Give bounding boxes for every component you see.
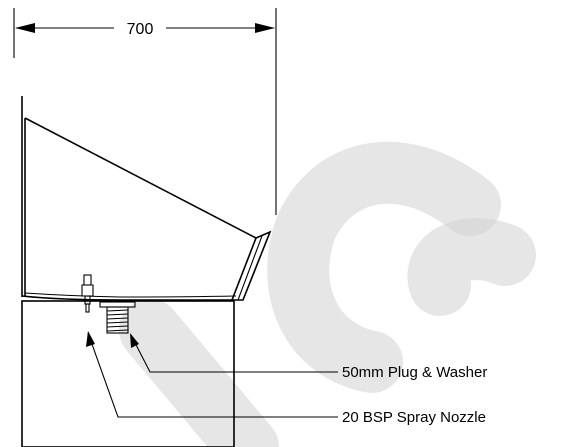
leader-plug (130, 333, 338, 373)
dimension-arrow-left (15, 23, 35, 33)
watermark (119, 141, 536, 447)
nozzle-label: 20 BSP Spray Nozzle (342, 409, 486, 426)
width-dimension: 700 (13, 8, 277, 215)
plug-and-washer (99, 301, 136, 334)
plug-thread (106, 306, 129, 334)
leader-nozzle (86, 331, 338, 418)
hopper-base (21, 295, 232, 301)
dimension-value: 700 (127, 21, 154, 38)
plug-label: 50mm Plug & Washer (342, 364, 487, 381)
dimension-arrow-right (255, 23, 275, 33)
lower-tank (21, 300, 235, 447)
hopper-lid-slope (24, 117, 257, 239)
spray-nozzle (81, 274, 94, 313)
front-flap (230, 230, 272, 301)
washer (99, 301, 136, 308)
hopper (21, 96, 272, 301)
